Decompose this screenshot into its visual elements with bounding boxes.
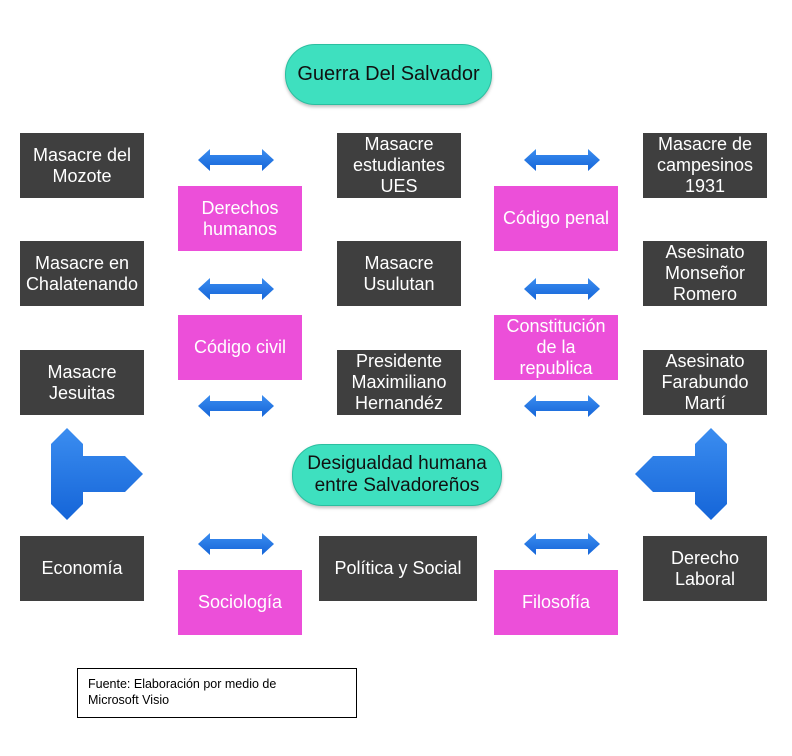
double-arrow-left-4 [198, 533, 274, 555]
title-guerra-label: Guerra Del Salvador [297, 63, 480, 85]
title-guerra: Guerra Del Salvador [285, 44, 492, 105]
node-presidente-hernandez-label: Presidente Maximiliano Hernandéz [351, 351, 447, 413]
node-derecho-laboral: Derecho Laboral [643, 536, 767, 601]
node-sociologia: Sociología [178, 570, 302, 635]
node-sociologia-label: Sociología [197, 592, 283, 613]
node-economia: Economía [20, 536, 144, 601]
node-codigo-penal-label: Código penal [502, 208, 610, 229]
node-economia-label: Economía [41, 558, 123, 579]
node-masacre-chalatenando: Masacre en Chalatenando [20, 241, 144, 306]
double-arrow-right-1 [524, 149, 600, 171]
node-constitucion: Constitución de la republica [494, 315, 618, 380]
node-codigo-civil: Código civil [178, 315, 302, 380]
double-arrow-right-2 [524, 278, 600, 300]
node-codigo-penal: Código penal [494, 186, 618, 251]
double-arrow-left-1 [198, 149, 274, 171]
node-masacre-jesuitas-label: Masacre Jesuitas [47, 361, 117, 403]
t-connector-left [51, 428, 143, 520]
node-asesinato-romero-label: Asesinato Monseñor Romero [664, 242, 746, 304]
node-masacre-ues: Masacre estudiantes UES [337, 133, 461, 198]
t-connector-right [635, 428, 727, 520]
title-desigualdad-label: Desigualdad humana entre Salvadoreños [307, 453, 487, 496]
node-masacre-usulutan-label: Masacre Usulutan [363, 252, 435, 294]
double-arrow-left-3 [198, 395, 274, 417]
node-asesinato-romero: Asesinato Monseñor Romero [643, 241, 767, 306]
node-derechos-humanos-label: Derechos humanos [201, 197, 279, 239]
node-masacre-mozote: Masacre del Mozote [20, 133, 144, 198]
node-asesinato-marti-label: Asesinato Farabundo Martí [661, 351, 749, 413]
node-masacre-ues-label: Masacre estudiantes UES [352, 134, 446, 196]
node-masacre-usulutan: Masacre Usulutan [337, 241, 461, 306]
double-arrow-left-2 [198, 278, 274, 300]
node-politica-social: Política y Social [319, 536, 477, 601]
source-note: Fuente: Elaboración por medio de Microso… [77, 668, 357, 718]
source-line-2: Microsoft Visio [88, 693, 170, 708]
node-filosofia: Filosofía [494, 570, 618, 635]
node-asesinato-marti: Asesinato Farabundo Martí [643, 350, 767, 415]
double-arrow-right-4 [524, 533, 600, 555]
node-derecho-laboral-label: Derecho Laboral [670, 547, 740, 589]
double-arrow-right-3 [524, 395, 600, 417]
node-constitucion-label: Constitución de la republica [506, 316, 606, 378]
node-derechos-humanos: Derechos humanos [178, 186, 302, 251]
title-desigualdad: Desigualdad humana entre Salvadoreños [292, 444, 502, 506]
node-politica-social-label: Política y Social [334, 558, 462, 579]
node-codigo-civil-label: Código civil [193, 337, 287, 358]
node-filosofia-label: Filosofía [521, 592, 591, 613]
node-masacre-mozote-label: Masacre del Mozote [32, 144, 132, 186]
node-masacre-campesinos: Masacre de campesinos 1931 [643, 133, 767, 198]
node-presidente-hernandez: Presidente Maximiliano Hernandéz [337, 350, 461, 415]
node-masacre-jesuitas: Masacre Jesuitas [20, 350, 144, 415]
node-masacre-chalatenando-label: Masacre en Chalatenando [25, 252, 139, 294]
source-line-1: Fuente: Elaboración por medio de [88, 677, 277, 691]
node-masacre-campesinos-label: Masacre de campesinos 1931 [656, 134, 754, 196]
